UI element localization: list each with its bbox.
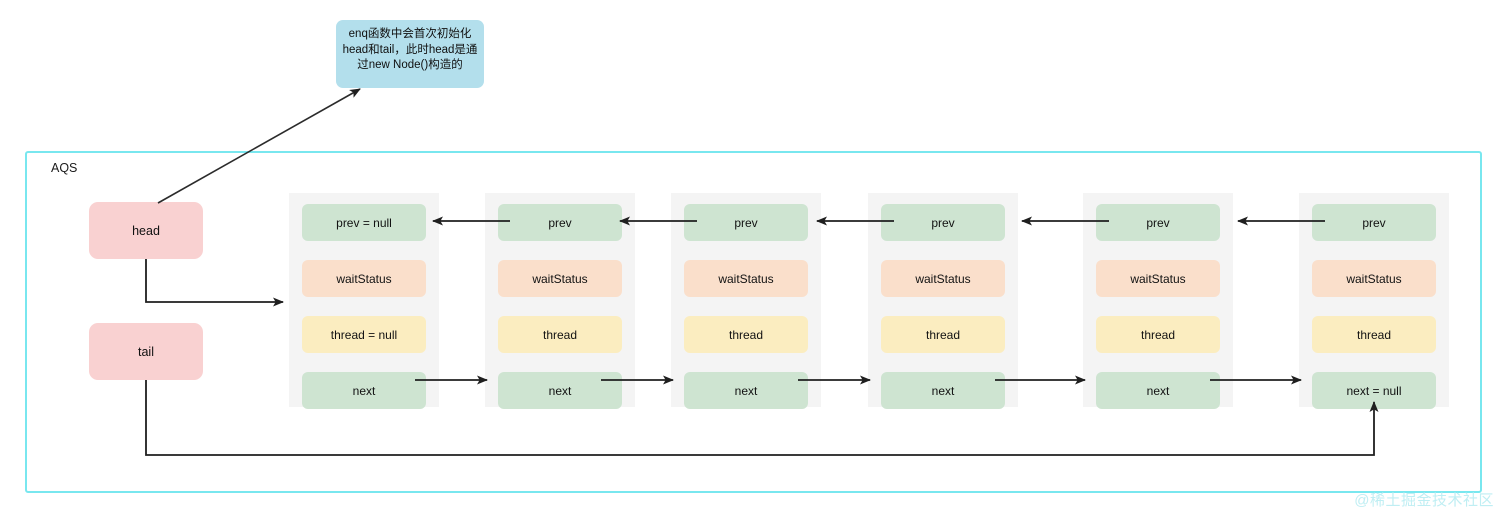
annotation-note: enq函数中会首次初始化head和tail，此时head是通过new Node(…	[336, 20, 484, 88]
node-4[interactable]: prev waitStatus thread next	[1083, 193, 1233, 409]
node-4-thread-field: thread	[1096, 316, 1220, 353]
node-2-next-field: next	[684, 372, 808, 409]
node-3-waitstatus-field: waitStatus	[881, 260, 1005, 297]
node-1-thread-field: thread	[498, 316, 622, 353]
node-4-next-field: next	[1096, 372, 1220, 409]
node-0-prev-field: prev = null	[302, 204, 426, 241]
node-4-waitstatus-field: waitStatus	[1096, 260, 1220, 297]
node-4-prev-field: prev	[1096, 204, 1220, 241]
head-pointer-label: head	[132, 223, 160, 238]
node-3-prev-field: prev	[881, 204, 1005, 241]
node-2[interactable]: prev waitStatus thread next	[671, 193, 821, 409]
aqs-label: AQS	[51, 161, 78, 175]
watermark: @稀土掘金技术社区	[1354, 492, 1494, 509]
node-2-waitstatus-field: waitStatus	[684, 260, 808, 297]
node-0-next-field: next	[302, 372, 426, 409]
tail-pointer-label: tail	[138, 344, 154, 359]
aqs-container	[25, 151, 1482, 493]
node-1-prev-field: prev	[498, 204, 622, 241]
node-5-waitstatus-field: waitStatus	[1312, 260, 1436, 297]
tail-pointer-box[interactable]: tail	[89, 323, 203, 380]
node-3-next-field: next	[881, 372, 1005, 409]
node-0-thread-field: thread = null	[302, 316, 426, 353]
node-5-thread-field: thread	[1312, 316, 1436, 353]
node-3[interactable]: prev waitStatus thread next	[868, 193, 1018, 409]
node-1-waitstatus-field: waitStatus	[498, 260, 622, 297]
node-5-next-field: next = null	[1312, 372, 1436, 409]
node-0-waitstatus-field: waitStatus	[302, 260, 426, 297]
node-0[interactable]: prev = null waitStatus thread = null nex…	[289, 193, 439, 409]
node-2-prev-field: prev	[684, 204, 808, 241]
head-pointer-box[interactable]: head	[89, 202, 203, 259]
node-5[interactable]: prev waitStatus thread next = null	[1299, 193, 1449, 409]
node-1[interactable]: prev waitStatus thread next	[485, 193, 635, 409]
node-2-thread-field: thread	[684, 316, 808, 353]
node-3-thread-field: thread	[881, 316, 1005, 353]
node-1-next-field: next	[498, 372, 622, 409]
node-5-prev-field: prev	[1312, 204, 1436, 241]
